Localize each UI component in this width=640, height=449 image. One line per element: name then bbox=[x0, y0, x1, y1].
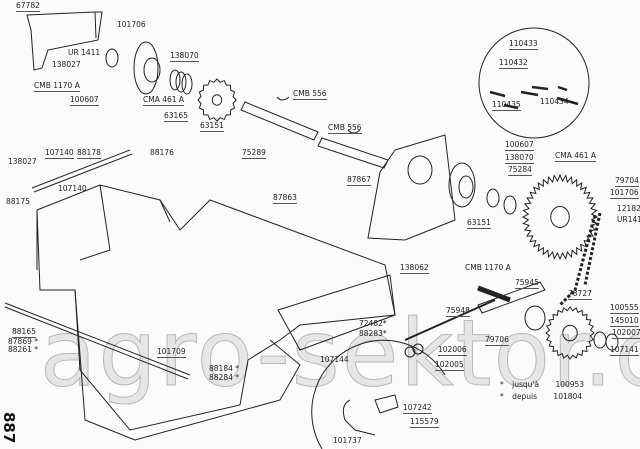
part-label: 63151 bbox=[200, 121, 224, 132]
part-label: 107140 bbox=[45, 148, 74, 159]
part-label: 101706 bbox=[610, 188, 639, 199]
legend-row-since: * depuis 101804 bbox=[500, 392, 582, 401]
part-label: 107144 bbox=[320, 355, 349, 364]
part-label: 100555 bbox=[610, 303, 639, 314]
small-sprocket bbox=[197, 78, 237, 122]
page-number: 887 bbox=[0, 412, 18, 444]
sprocket-teeth bbox=[545, 306, 595, 360]
part-label: 121826 bbox=[617, 204, 640, 213]
part-label: 75289 bbox=[242, 148, 266, 159]
part-label: 101737 bbox=[333, 436, 362, 445]
rod-88165 bbox=[4, 302, 191, 380]
part-label: 88176 bbox=[150, 148, 174, 157]
part-label: 88284 * bbox=[209, 373, 239, 382]
part-label: 101706 bbox=[117, 20, 146, 29]
part-label: 102006 bbox=[438, 345, 467, 356]
sprocket-teeth bbox=[197, 78, 237, 122]
sprocket-teeth bbox=[521, 173, 599, 261]
part-label: 79706 bbox=[485, 335, 509, 346]
threaded-rod bbox=[404, 299, 496, 341]
cover-72482 bbox=[277, 274, 396, 351]
part-label: CMA 461 A bbox=[143, 95, 185, 106]
part-label: 102007 bbox=[612, 328, 640, 339]
legend-mark: * bbox=[500, 392, 504, 401]
sprocket-hub bbox=[211, 94, 223, 106]
part-label: CMB 556 bbox=[328, 123, 362, 134]
part-label: 75284 bbox=[508, 165, 532, 176]
part-label: CMB 556 bbox=[293, 89, 327, 100]
bearing-flange bbox=[133, 41, 159, 95]
legend-row-until: * jusqu'à 100953 bbox=[500, 380, 584, 389]
cover-plate bbox=[74, 289, 301, 441]
part-label: 110435 bbox=[492, 100, 521, 111]
sprocket-hub bbox=[550, 206, 570, 228]
part-label: 107141 bbox=[610, 345, 639, 356]
part-label: 67782 bbox=[16, 1, 40, 12]
part-label: 88178 bbox=[77, 148, 101, 159]
part-label: CMB 1170 A bbox=[34, 81, 80, 92]
part-label: 138027 bbox=[8, 157, 37, 166]
hood-87863 bbox=[36, 184, 396, 431]
legend-number: 100953 bbox=[555, 380, 585, 389]
part-label: 145010 bbox=[610, 316, 639, 327]
rod-88178 bbox=[31, 149, 133, 193]
side-plate-87867 bbox=[367, 134, 456, 241]
part-label: 102005 bbox=[435, 360, 464, 371]
part-label: 88184 * bbox=[209, 364, 239, 373]
legend-mark: * bbox=[500, 380, 504, 389]
part-label: 138070 bbox=[505, 153, 534, 164]
bracket-67782 bbox=[26, 11, 103, 71]
part-label: 72482* bbox=[359, 319, 387, 328]
part-label: 138070 bbox=[170, 51, 199, 62]
part-label: 107140 bbox=[58, 184, 87, 193]
part-label: 110434 bbox=[540, 97, 569, 106]
part-label: 107242 bbox=[403, 403, 432, 414]
part-label: 63151 bbox=[467, 218, 491, 229]
part-label: 87869 * bbox=[8, 337, 38, 346]
legend-number: 101804 bbox=[553, 392, 583, 401]
watermark: agro-sektor.com bbox=[39, 300, 640, 408]
part-label: UR 1411 bbox=[68, 48, 101, 57]
part-label: 88261 * bbox=[8, 345, 38, 354]
part-label: 115579 bbox=[410, 417, 439, 428]
legend-text: depuis bbox=[512, 392, 538, 401]
part-label: 138062 bbox=[400, 263, 429, 274]
part-label: 100607 bbox=[505, 140, 534, 151]
tensioner-sprocket bbox=[545, 306, 595, 360]
part-label: 75948 bbox=[446, 306, 470, 317]
part-label: 88283* bbox=[359, 329, 387, 338]
part-label: 138027 bbox=[52, 60, 81, 69]
large-sprocket bbox=[521, 173, 599, 261]
drive-chain bbox=[558, 214, 597, 307]
part-label: 87867 bbox=[347, 175, 371, 186]
part-label: 101709 bbox=[157, 347, 186, 358]
part-label: 88165 bbox=[12, 327, 36, 338]
part-label: 87863 bbox=[273, 193, 297, 204]
sprocket-hub bbox=[562, 324, 578, 342]
part-label: 75945 bbox=[515, 278, 539, 289]
shaft-75289 bbox=[240, 101, 319, 141]
lever-inset bbox=[311, 339, 446, 449]
legend-text: jusqu'à bbox=[512, 380, 540, 389]
part-label: 79704 bbox=[615, 176, 639, 187]
part-label: 88175 bbox=[6, 197, 30, 206]
part-label: CMB 1170 A bbox=[465, 263, 511, 272]
part-label: 100607 bbox=[70, 95, 99, 106]
part-label: 78727 bbox=[568, 289, 592, 300]
part-label: CMA 461 A bbox=[555, 151, 597, 162]
part-label: 63165 bbox=[164, 111, 188, 122]
part-label: 110432 bbox=[499, 58, 528, 69]
chain-link-inset bbox=[478, 27, 590, 139]
part-label: 110433 bbox=[509, 39, 538, 50]
